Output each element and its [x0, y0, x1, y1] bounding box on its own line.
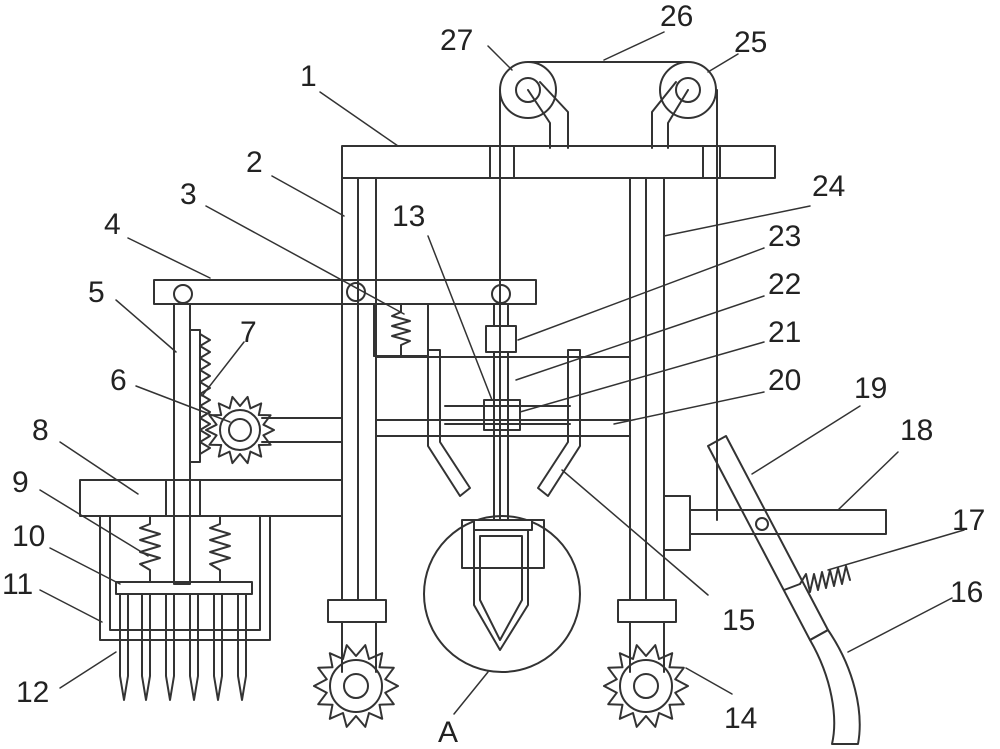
label-27: 27	[440, 24, 473, 57]
right-frame-column-24	[629, 177, 665, 601]
label-12: 12	[16, 676, 49, 709]
pulley-25-bracket	[667, 89, 689, 149]
pulley-25-bracket-2	[651, 81, 677, 149]
label-7: 7	[240, 316, 257, 349]
beam-4	[153, 279, 537, 305]
label-19: 19	[854, 372, 887, 405]
left-wheel-14	[313, 599, 399, 728]
label-21: 21	[768, 316, 801, 349]
label-17: 17	[952, 504, 985, 537]
label-1: 1	[300, 60, 317, 93]
gear-6	[205, 395, 275, 465]
label-15: 15	[722, 604, 755, 637]
label-4: 4	[104, 208, 121, 241]
clamp-assembly	[427, 303, 581, 523]
label-3: 3	[180, 178, 197, 211]
label-8: 8	[32, 414, 49, 447]
label-11: 11	[2, 568, 33, 601]
label-25: 25	[734, 26, 767, 59]
frame-11	[99, 515, 271, 641]
left-frame-column-2	[341, 177, 377, 601]
pulley-27-outer	[499, 61, 557, 119]
spikes-12	[119, 593, 247, 701]
label-24: 24	[812, 170, 845, 203]
housing-8	[79, 479, 343, 517]
label-10: 10	[12, 520, 45, 553]
label-9: 9	[12, 466, 29, 499]
blade-16	[809, 629, 861, 745]
label-6: 6	[110, 364, 127, 397]
label-5: 5	[88, 276, 105, 309]
top-beam-1	[341, 145, 776, 179]
pulley-27-bracket-2	[539, 81, 569, 149]
left-jaw-15	[427, 349, 471, 497]
shaft-21	[483, 399, 521, 431]
spring-17	[783, 565, 851, 593]
label-20: 20	[768, 364, 801, 397]
top-pulley-assembly	[499, 61, 718, 521]
label-18: 18	[900, 414, 933, 447]
right-jaw-15	[537, 349, 581, 497]
label-16: 16	[950, 576, 983, 609]
label-26: 26	[660, 0, 693, 33]
pulley-27-bracket	[527, 89, 551, 149]
label-13: 13	[392, 200, 425, 233]
rack-7	[189, 329, 211, 463]
label-a: A	[438, 716, 458, 749]
detail-circle-a	[423, 515, 581, 673]
label-2: 2	[246, 146, 263, 179]
pulley-25-inner	[675, 77, 701, 103]
leader-lines	[39, 31, 965, 715]
gear-shaft	[261, 356, 631, 443]
label-23: 23	[768, 220, 801, 253]
springs-9	[139, 515, 231, 583]
plate-10	[115, 581, 253, 595]
pulley-25-outer	[659, 61, 717, 119]
label-22: 22	[768, 268, 801, 301]
pulley-27-inner	[515, 77, 541, 103]
arm-18	[663, 495, 887, 551]
rack-rod-5	[173, 303, 191, 585]
label-14: 14	[724, 702, 757, 735]
right-wheel-14	[603, 599, 689, 728]
